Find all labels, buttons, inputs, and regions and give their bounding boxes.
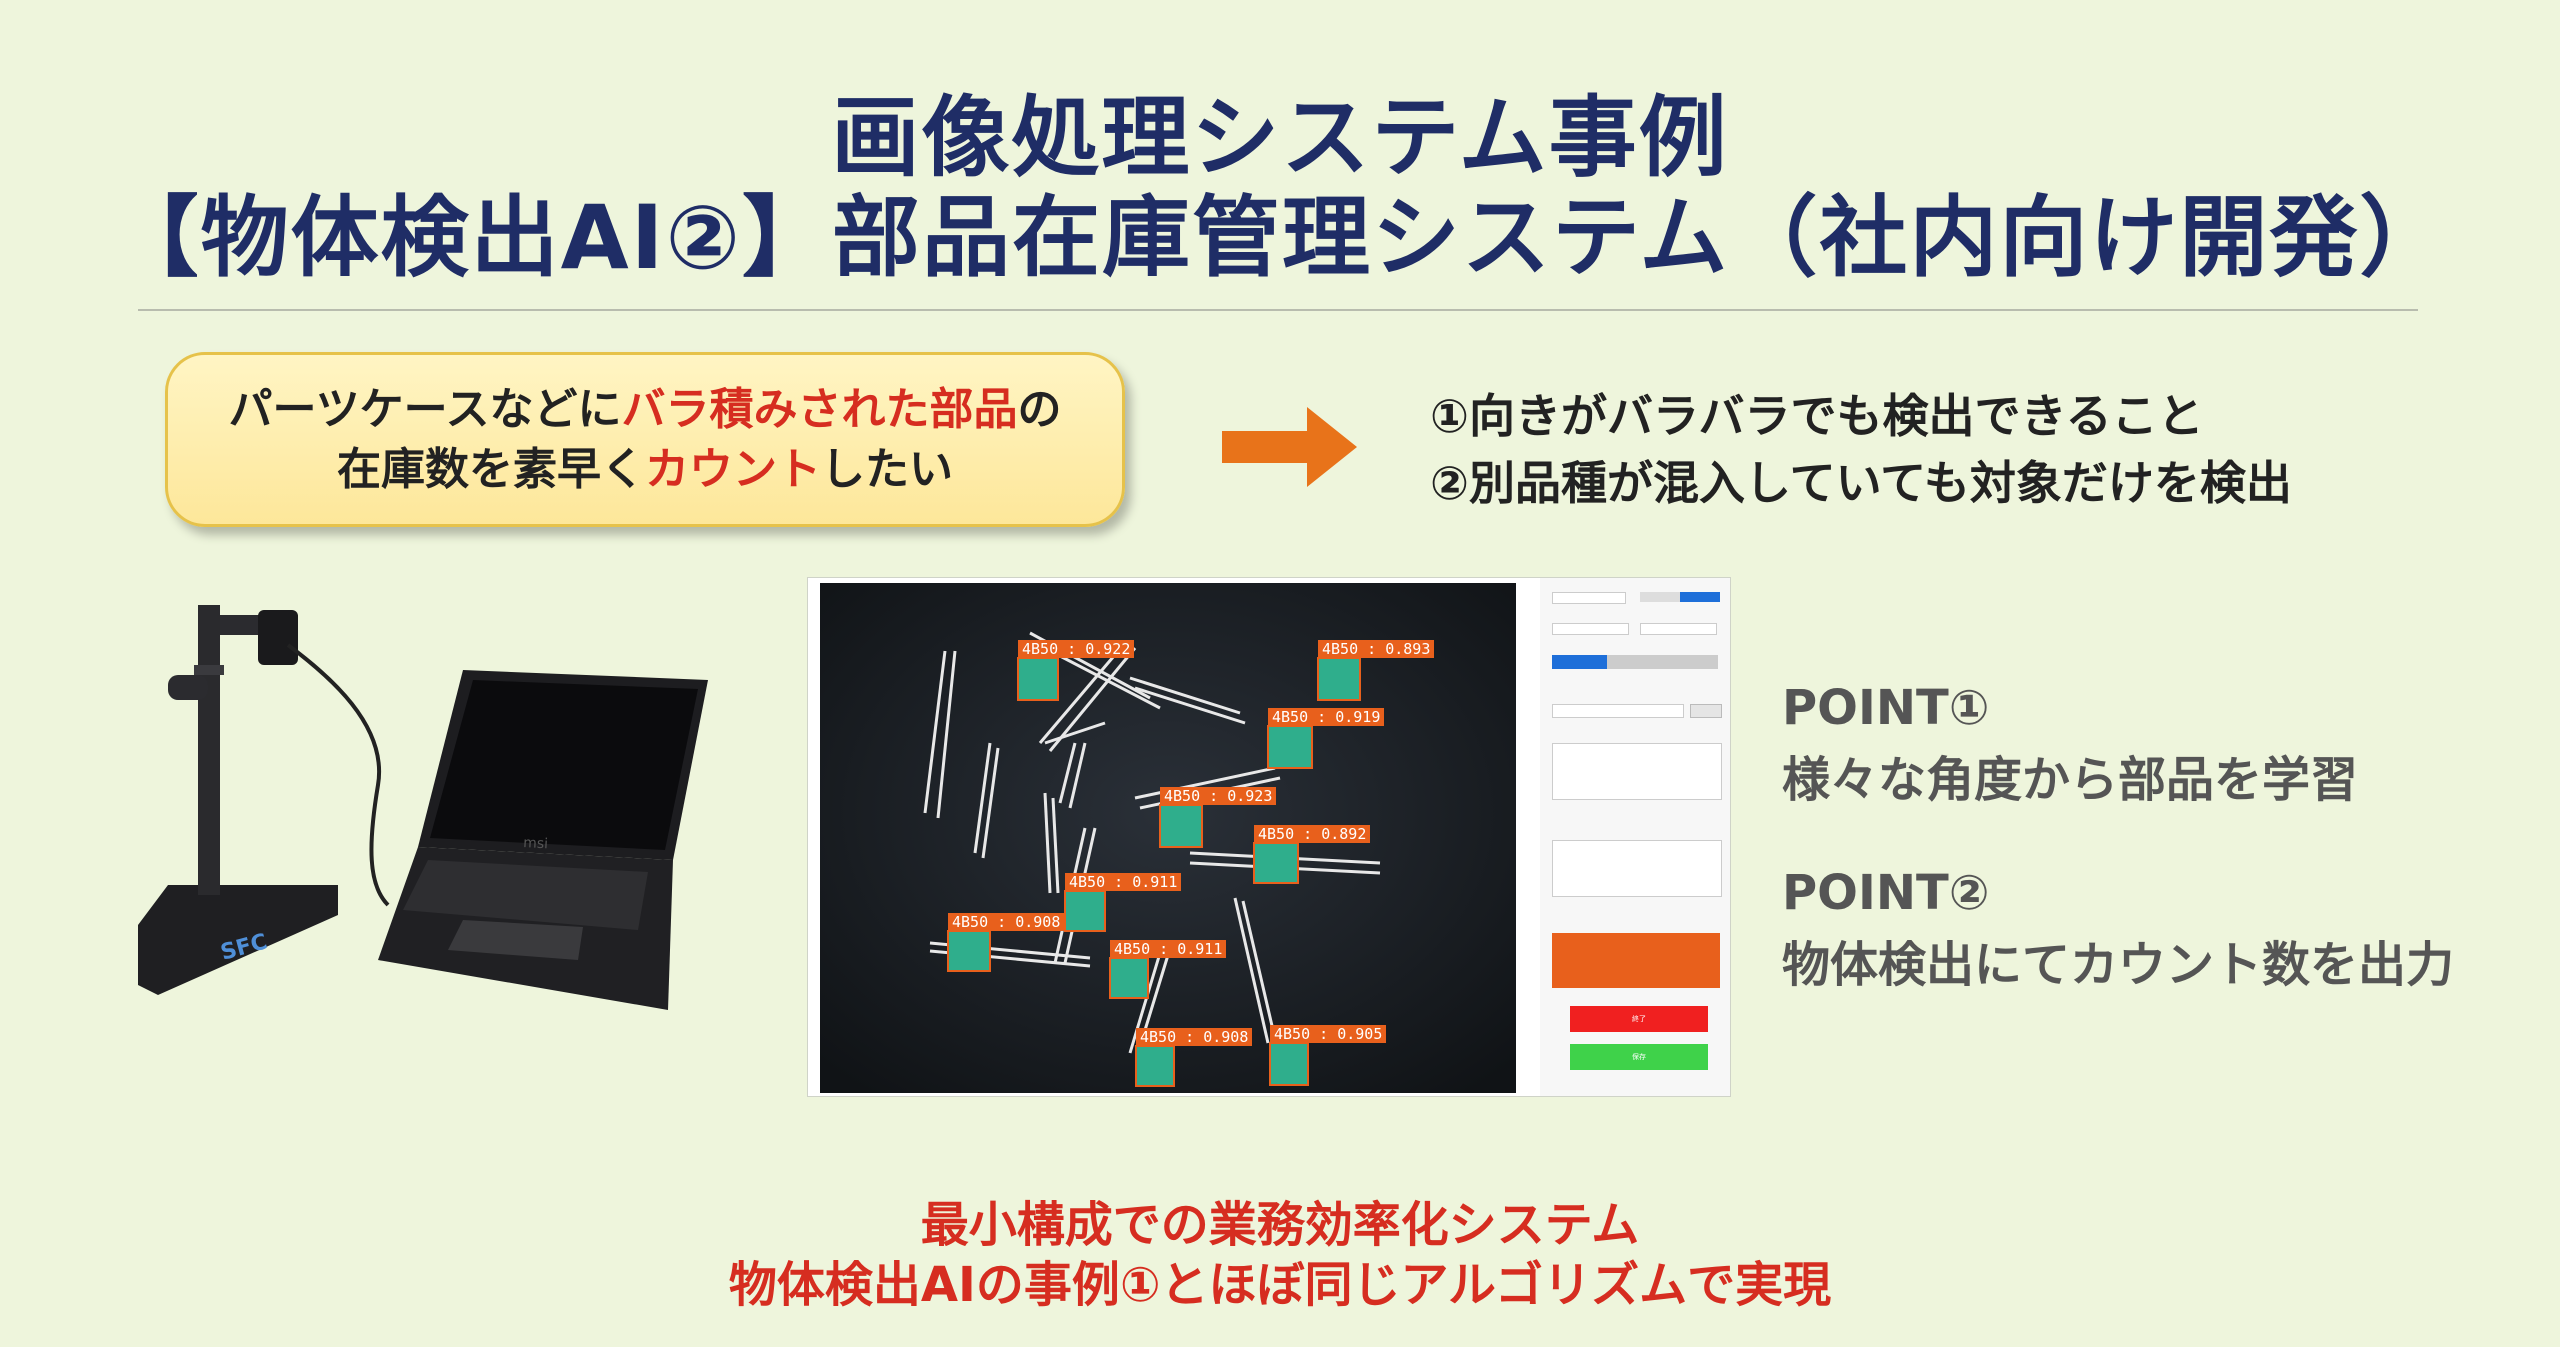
callout-text: パーツケースなどに bbox=[228, 384, 622, 435]
callout-highlight: カウント bbox=[645, 444, 821, 495]
camera-icon bbox=[258, 610, 298, 665]
problem-callout: パーツケースなどにバラ積みされた部品の 在庫数を素早くカウントしたい bbox=[165, 352, 1125, 527]
camera-select[interactable] bbox=[1552, 704, 1684, 718]
device-gpu-button[interactable] bbox=[1680, 592, 1720, 602]
point-1-title: POINT① bbox=[1782, 680, 1990, 736]
callout-text: 在庫数を素早く bbox=[337, 444, 645, 495]
detection-label: 4B50 : 0.923 bbox=[1164, 787, 1272, 805]
requirement-2: ②別品種が混入していても対象だけを検出 bbox=[1430, 456, 2292, 510]
detection-box: 4B50 : 0.908 bbox=[1135, 1028, 1252, 1087]
detection-screenshot: 4B50 : 0.922 4B50 : 0.893 4B50 : 0.919 4… bbox=[807, 577, 1731, 1097]
requirement-1: ①向きがバラバラでも検出できること bbox=[1430, 389, 2204, 443]
source-camera-tab[interactable] bbox=[1552, 655, 1607, 669]
detection-label: 4B50 : 0.892 bbox=[1258, 825, 1366, 843]
callout-text: したい bbox=[821, 444, 953, 495]
iou-input[interactable] bbox=[1640, 623, 1717, 635]
camera-stand: SFC bbox=[138, 605, 390, 995]
footer-line2: 物体検出AIの事例①とほぼ同じアルゴリズムで実現 bbox=[728, 1257, 1832, 1313]
detection-label: 4B50 : 0.911 bbox=[1114, 940, 1222, 958]
detection-label: 4B50 : 0.911 bbox=[1069, 873, 1177, 891]
detection-label: 4B50 : 0.908 bbox=[1140, 1028, 1248, 1046]
page-title-line2: 【物体検出AI②】部品在庫管理システム（社内向け開発） bbox=[110, 186, 2450, 289]
point-1-desc: 様々な角度から部品を学習 bbox=[1782, 752, 2359, 808]
detection-box: 4B50 : 0.892 bbox=[1253, 825, 1370, 884]
detection-box: 4B50 : 0.923 bbox=[1159, 787, 1276, 848]
model-select[interactable] bbox=[1552, 592, 1626, 604]
app-control-panel: 終了 保存 bbox=[1540, 578, 1730, 1096]
detection-box: 4B50 : 0.905 bbox=[1269, 1025, 1386, 1086]
detection-box: 4B50 : 0.919 bbox=[1267, 708, 1384, 769]
device-cpu-button[interactable] bbox=[1640, 592, 1680, 602]
detection-view: 4B50 : 0.922 4B50 : 0.893 4B50 : 0.919 4… bbox=[820, 583, 1516, 1093]
conf-input[interactable] bbox=[1552, 623, 1629, 635]
camera-settings-button[interactable] bbox=[1690, 704, 1722, 718]
point-2-title: POINT② bbox=[1782, 865, 1990, 921]
detection-box: 4B50 : 0.922 bbox=[1017, 640, 1134, 701]
hardware-photo: SFC msi bbox=[138, 605, 708, 1010]
laptop-logo: msi bbox=[523, 835, 549, 852]
callout-highlight: バラ積みされた部品 bbox=[621, 384, 1018, 435]
detection-label: 4B50 : 0.905 bbox=[1274, 1025, 1382, 1043]
save-button[interactable]: 保存 bbox=[1570, 1044, 1708, 1070]
source-folder-tab[interactable] bbox=[1662, 655, 1718, 669]
page-title-line1: 画像処理システム事例 bbox=[831, 86, 1729, 189]
arrow-right-icon bbox=[1222, 407, 1357, 487]
detection-box: 4B50 : 0.911 bbox=[1109, 940, 1226, 999]
detection-label: 4B50 : 0.919 bbox=[1272, 708, 1380, 726]
image-list[interactable] bbox=[1552, 743, 1722, 800]
laptop: msi bbox=[378, 670, 708, 1010]
detection-label: 4B50 : 0.893 bbox=[1322, 640, 1430, 658]
detection-box: 4B50 : 0.911 bbox=[1064, 873, 1181, 932]
detection-label: 4B50 : 0.922 bbox=[1022, 640, 1130, 658]
callout-line1: パーツケースなどにバラ積みされた部品の bbox=[168, 380, 1122, 440]
end-button[interactable]: 終了 bbox=[1570, 1006, 1708, 1032]
point-2-desc: 物体検出にてカウント数を出力 bbox=[1782, 937, 2455, 993]
footer-line1: 最小構成での業務効率化システム bbox=[920, 1197, 1640, 1253]
detection-result-list[interactable] bbox=[1552, 933, 1720, 988]
callout-text: の bbox=[1017, 384, 1062, 435]
detection-box: 4B50 : 0.893 bbox=[1317, 640, 1434, 701]
title-divider bbox=[138, 309, 2418, 311]
detection-label: 4B50 : 0.908 bbox=[952, 913, 1060, 931]
count-list[interactable] bbox=[1552, 840, 1722, 897]
callout-line2: 在庫数を素早くカウントしたい bbox=[168, 440, 1122, 500]
source-file-tab[interactable] bbox=[1607, 655, 1662, 669]
detection-box: 4B50 : 0.908 bbox=[947, 913, 1064, 972]
